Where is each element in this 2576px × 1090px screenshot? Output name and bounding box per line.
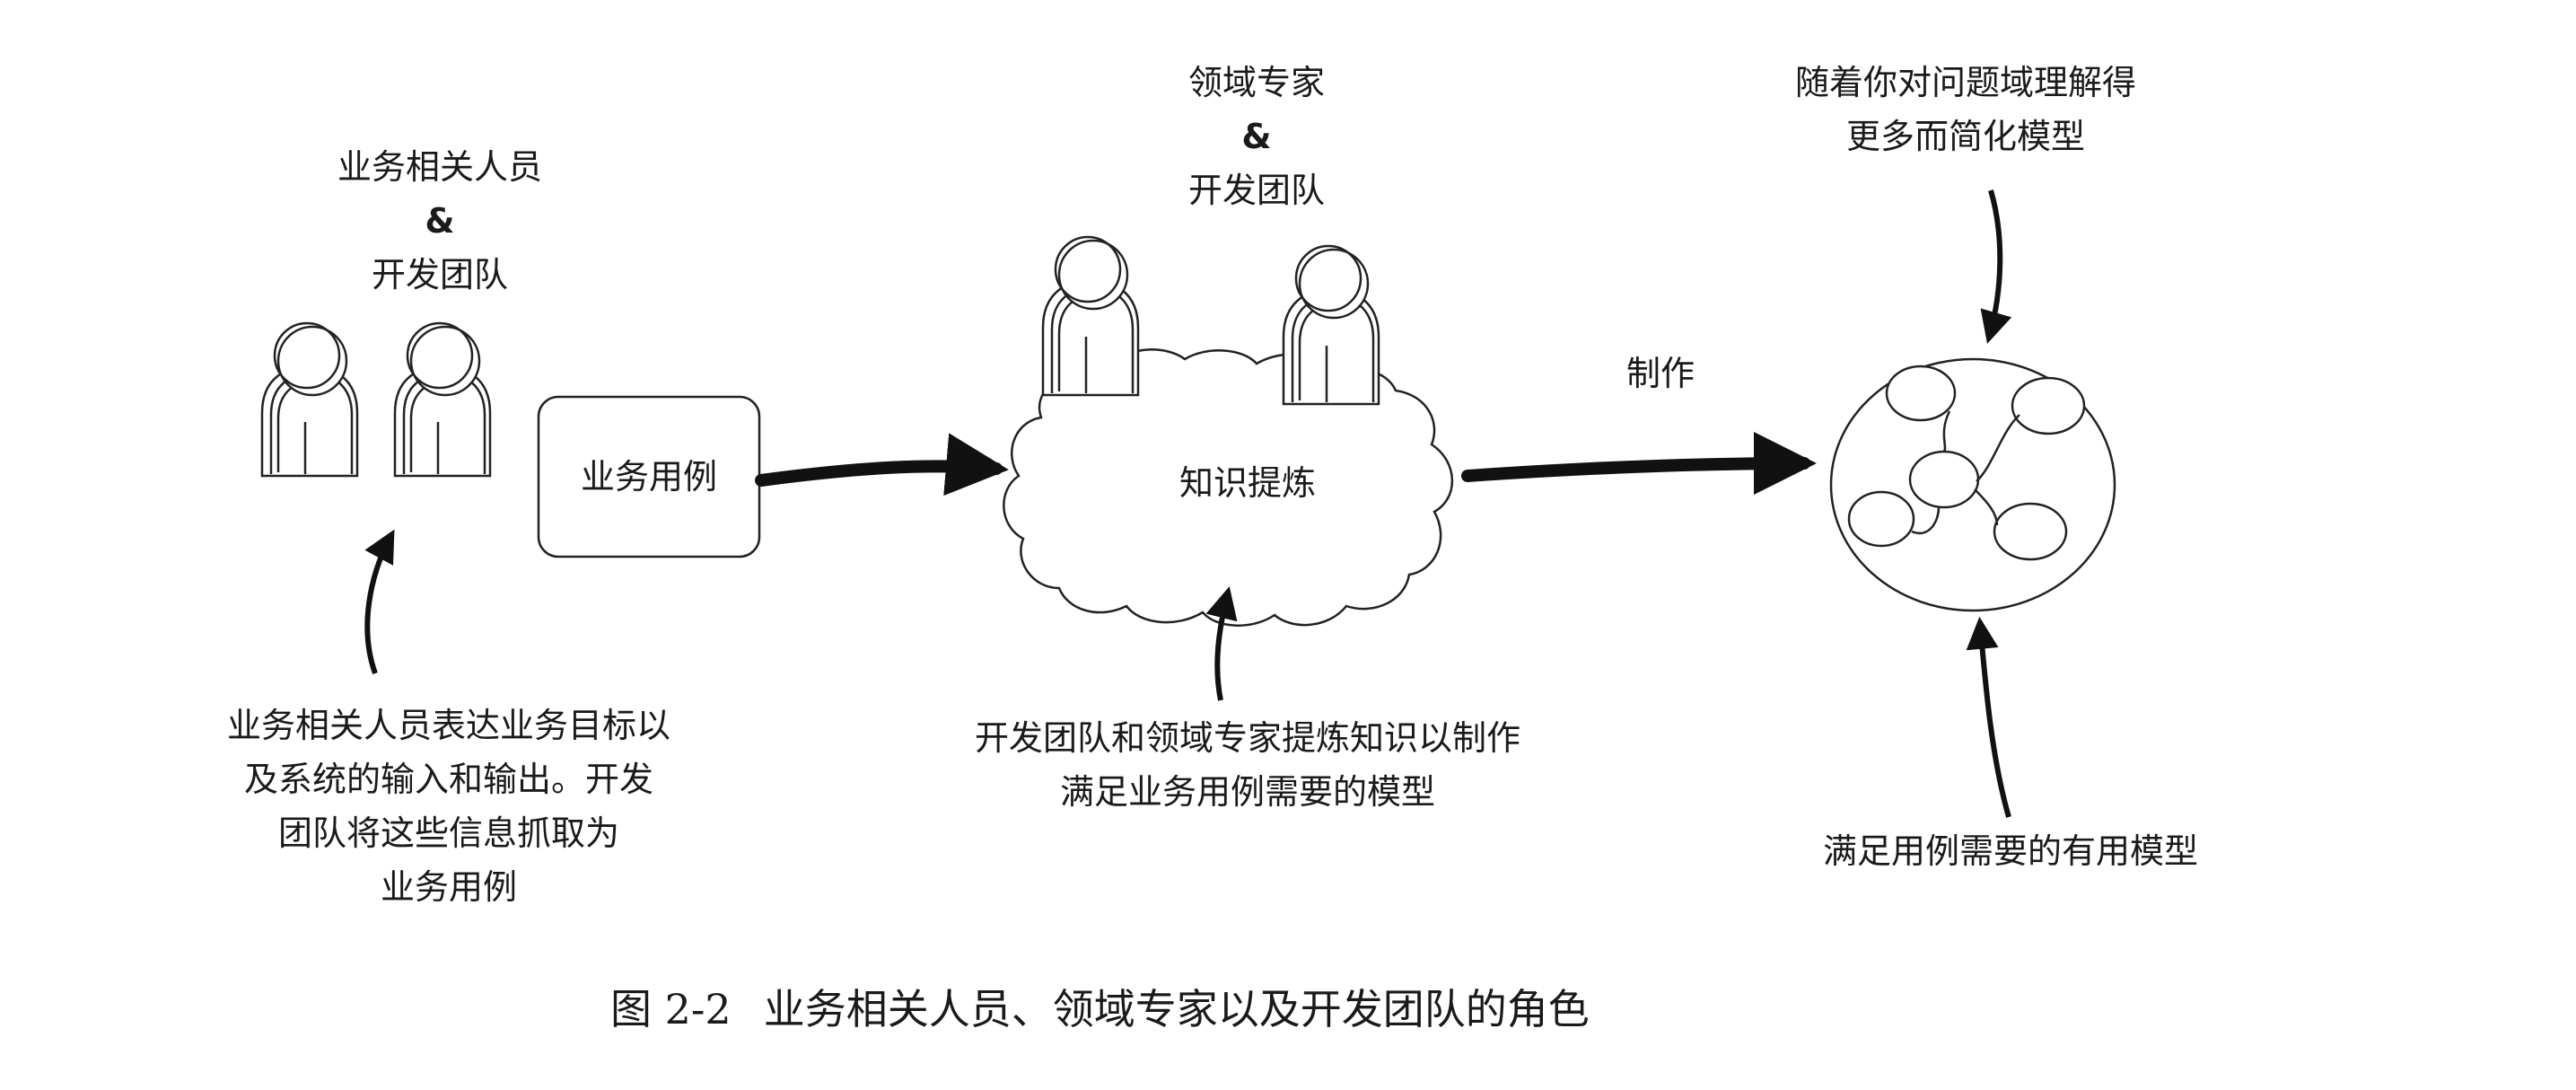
left-note: 业务相关人员表达业务目标以 及系统的输入和输出。开发 团队将这些信息抓取为 业务…: [162, 699, 736, 914]
person-icon-middle-2: [1282, 244, 1380, 406]
middle-title-line1: 领域专家: [1187, 63, 1325, 102]
right-top-note-line2: 更多而简化模型: [1845, 117, 2085, 156]
left-note-line3: 团队将这些信息抓取为: [277, 813, 619, 853]
arrow-usecase-to-cloud: [755, 433, 1009, 497]
figure-number: 图 2-2: [610, 985, 732, 1033]
produce-label: 制作: [1625, 354, 1695, 393]
left-title-amp: &: [425, 201, 455, 241]
person-icon-middle-1: [1041, 235, 1140, 397]
arrow-middle-note: [1205, 586, 1238, 701]
use-case-label: 业务用例: [580, 457, 717, 497]
arrow-top-right-note: [1980, 189, 2012, 344]
middle-title-line2: 开发团队: [1187, 171, 1325, 210]
person-icon-left-2: [393, 321, 492, 478]
figure-caption-text: 业务相关人员、领域专家以及开发团队的角色: [763, 985, 1590, 1033]
arrow-left-note: [364, 529, 395, 675]
figure-caption: 图 2-2 业务相关人员、领域专家以及开发团队的角色: [610, 982, 1590, 1036]
person-icon-left-1: [260, 321, 359, 478]
middle-note: 开发团队和领域专家提炼知识以制作 满足业务用例需要的模型: [889, 711, 1607, 819]
left-note-line4: 业务用例: [380, 867, 517, 907]
right-bottom-note: 满足用例需要的有用模型: [1822, 831, 2198, 871]
left-note-line2: 及系统的输入和输出。开发: [243, 760, 653, 799]
left-title: 业务相关人员 & 开发团队: [296, 140, 583, 302]
arrow-bottom-right-note: [1966, 616, 2011, 818]
knowledge-cloud: [1003, 348, 1454, 627]
arrow-cloud-to-model: [1461, 432, 1817, 496]
left-note-line1: 业务相关人员表达业务目标以: [226, 706, 670, 745]
right-top-note: 随着你对问题域理解得 更多而简化模型: [1723, 56, 2208, 163]
middle-note-line1: 开发团队和领域专家提炼知识以制作: [974, 718, 1520, 758]
left-title-line2: 开发团队: [371, 255, 508, 294]
middle-title: 领域专家 & 开发团队: [1113, 56, 1400, 217]
middle-title-amp: &: [1241, 117, 1272, 156]
cloud-label: 知识提炼: [1178, 463, 1316, 503]
left-title-line1: 业务相关人员: [337, 147, 542, 187]
domain-model: [1829, 357, 2116, 612]
middle-note-line2: 满足业务用例需要的模型: [1059, 772, 1435, 812]
right-top-note-line1: 随着你对问题域理解得: [1794, 63, 2136, 102]
